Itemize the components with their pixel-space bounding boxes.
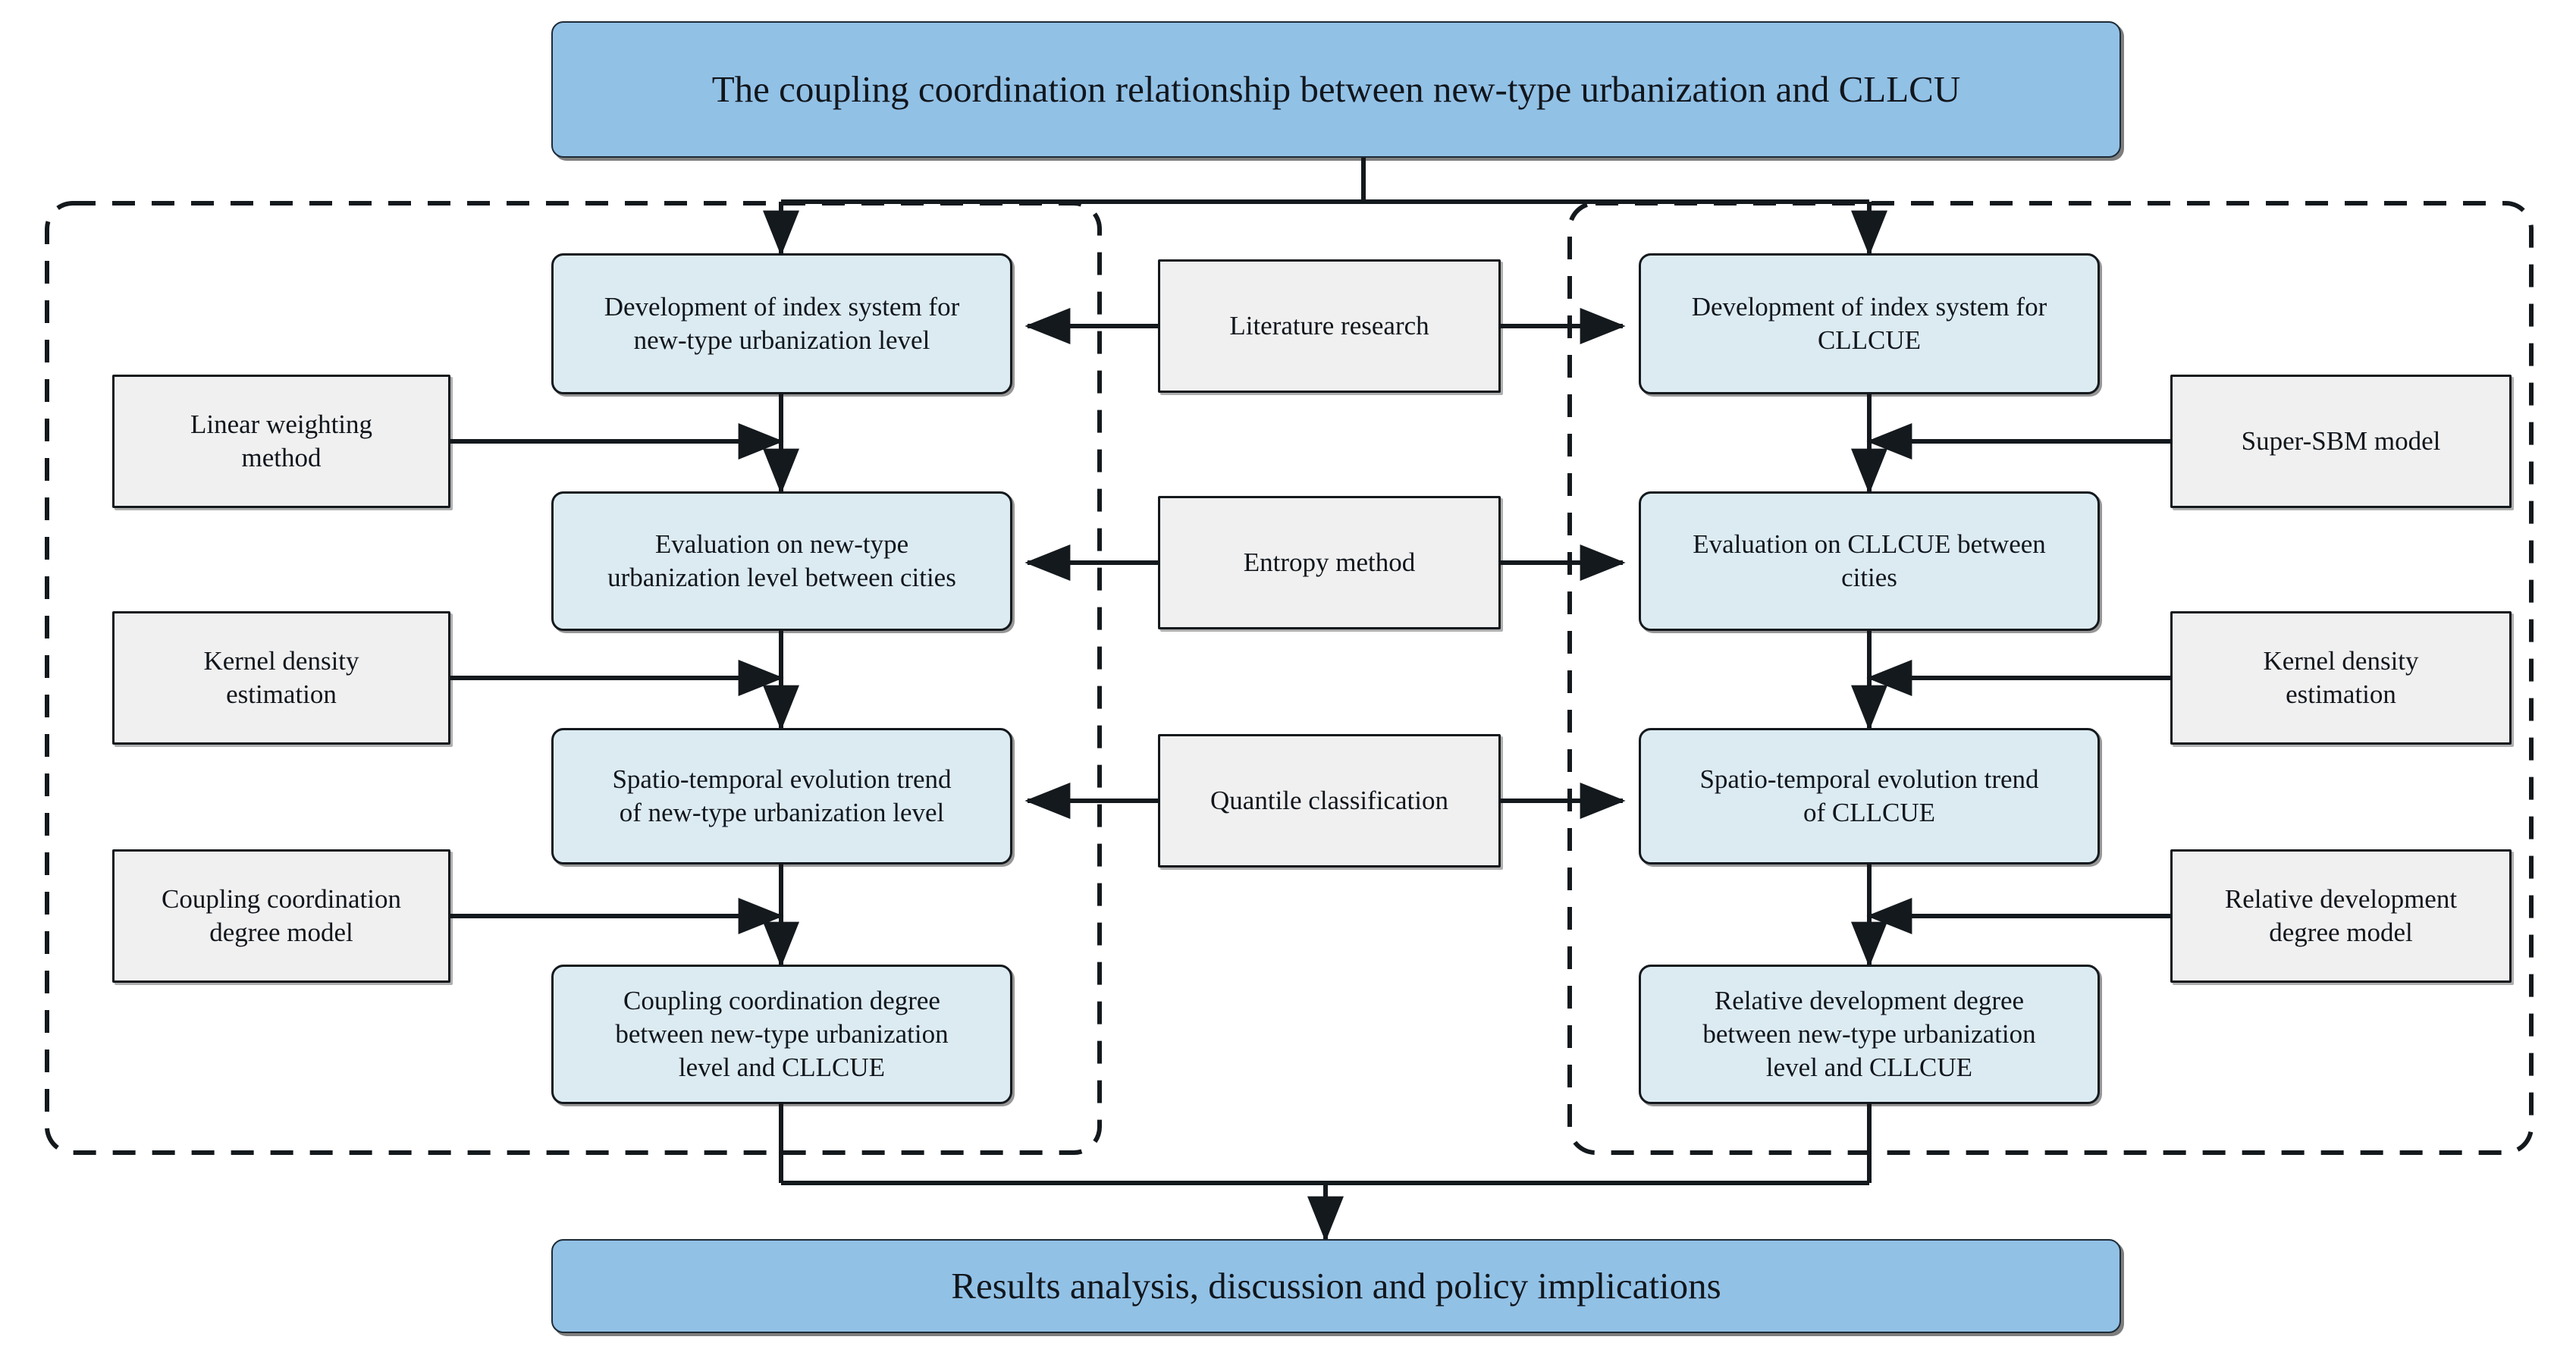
process-left-3-text: Spatio-temporal evolution trend of new-t… — [612, 764, 952, 827]
process-box-right-2[interactable]: Evaluation on CLLCUE between cities — [1639, 491, 2100, 631]
method-box-center-1[interactable]: Literature research — [1158, 259, 1501, 393]
process-box-left-4[interactable]: Coupling coordination degree between new… — [551, 965, 1012, 1104]
process-box-left-3[interactable]: Spatio-temporal evolution trend of new-t… — [551, 728, 1012, 864]
method-box-left-2[interactable]: Kernel density estimation — [112, 611, 450, 745]
process-box-right-1[interactable]: Development of index system for CLLCUE — [1639, 253, 2100, 394]
method-box-right-3[interactable]: Relative development degree model — [2170, 849, 2512, 983]
method-box-right-1[interactable]: Super-SBM model — [2170, 375, 2512, 508]
method-left-1-text: Linear weighting method — [190, 409, 373, 472]
method-box-left-3[interactable]: Coupling coordination degree model — [112, 849, 450, 983]
footer-results-text: Results analysis, discussion and policy … — [951, 1265, 1721, 1307]
process-right-4-text: Relative development degree between new-… — [1702, 985, 2036, 1083]
process-left-1-text: Development of index system for new-type… — [604, 291, 960, 355]
process-left-4-text: Coupling coordination degree between new… — [615, 985, 949, 1083]
method-left-3-text: Coupling coordination degree model — [162, 883, 401, 947]
header-title-box: The coupling coordination relationship b… — [551, 21, 2121, 158]
process-box-left-1[interactable]: Development of index system for new-type… — [551, 253, 1012, 394]
method-center-3-text: Quantile classification — [1210, 785, 1448, 815]
process-box-right-4[interactable]: Relative development degree between new-… — [1639, 965, 2100, 1104]
method-box-center-3[interactable]: Quantile classification — [1158, 734, 1501, 868]
dashed-group-right — [1567, 201, 2534, 1155]
footer-results-box: Results analysis, discussion and policy … — [551, 1239, 2121, 1333]
method-box-left-1[interactable]: Linear weighting method — [112, 375, 450, 508]
header-title-text: The coupling coordination relationship b… — [711, 68, 1961, 111]
process-right-2-text: Evaluation on CLLCUE between cities — [1693, 529, 2046, 592]
method-right-1-text: Super-SBM model — [2241, 425, 2441, 456]
process-box-right-3[interactable]: Spatio-temporal evolution trend of CLLCU… — [1639, 728, 2100, 864]
method-right-2-text: Kernel density estimation — [2263, 645, 2419, 709]
edge-header-split — [781, 158, 1869, 204]
method-right-3-text: Relative development degree model — [2224, 883, 2458, 947]
method-box-right-2[interactable]: Kernel density estimation — [2170, 611, 2512, 745]
method-center-2-text: Entropy method — [1243, 547, 1416, 577]
process-right-3-text: Spatio-temporal evolution trend of CLLCU… — [1699, 764, 2039, 827]
method-left-2-text: Kernel density estimation — [203, 645, 359, 709]
method-box-center-2[interactable]: Entropy method — [1158, 496, 1501, 629]
method-center-1-text: Literature research — [1229, 310, 1429, 340]
process-box-left-2[interactable]: Evaluation on new-type urbanization leve… — [551, 491, 1012, 631]
process-left-2-text: Evaluation on new-type urbanization leve… — [607, 529, 956, 592]
process-right-1-text: Development of index system for CLLCUE — [1691, 291, 2047, 355]
